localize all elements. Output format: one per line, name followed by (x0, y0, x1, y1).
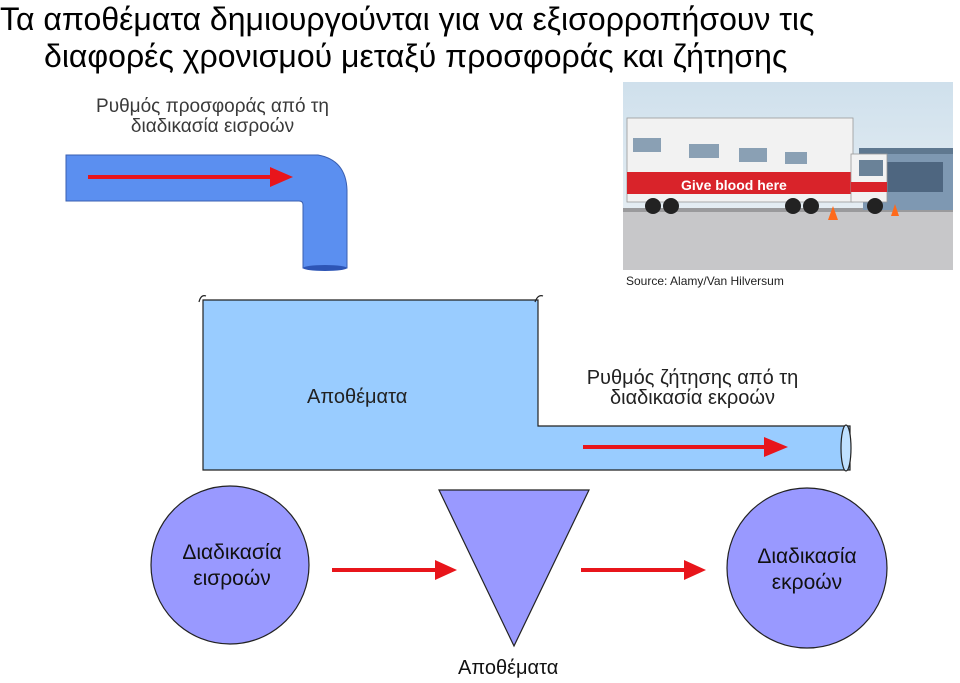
output-process-label-line-1: Διαδικασία (757, 545, 857, 568)
blood-truck-photo: Give blood here (623, 82, 953, 270)
tank-label: Αποθέματα (307, 386, 408, 408)
title-line-2: διαφορές χρονισμού μεταξύ προσφοράς και … (44, 38, 788, 74)
inventory-node-label: Αποθέματα (458, 657, 559, 679)
output-process-node (726, 487, 888, 649)
supply-rate-label: Ρυθμός προσφοράς από τη διαδικασία εισρο… (70, 97, 355, 137)
input-process-node (150, 485, 310, 645)
tank-right-lip (534, 295, 544, 303)
inventory-triangle (438, 489, 590, 648)
photo-source-credit: Source: Alamy/Van Hilversum (626, 274, 784, 288)
demand-rate-label-line-1: Ρυθμός ζήτησης από τη (586, 367, 799, 389)
input-pipe (65, 154, 348, 269)
demand-rate-label: Ρυθμός ζήτησης από τη διαδικασία εκροών (570, 368, 815, 408)
inventory-tank (202, 299, 851, 471)
input-pipe-mouth (303, 265, 347, 271)
output-process-label: Διαδικασία εκροών (727, 544, 887, 596)
demand-arrow-head (764, 437, 788, 457)
input-process-label-line-1: Διαδικασία (182, 541, 282, 564)
supply-rate-label-line-1: Ρυθμός προσφοράς από τη (96, 96, 329, 117)
title-line-1: Τα αποθέματα δημιουργούνται για να εξισο… (0, 1, 815, 37)
blood-truck-illustration: Give blood here (623, 82, 953, 270)
truck-slogan: Give blood here (681, 177, 787, 193)
output-process-label-line-2: εκροών (771, 571, 843, 594)
tank-left-lip (198, 295, 207, 303)
supply-rate-label-line-2: διαδικασία εισροών (130, 116, 295, 137)
input-process-label-line-2: εισροών (193, 567, 271, 590)
demand-rate-label-line-2: διαδικασία εκροών (610, 387, 775, 409)
output-pipe-mouth (840, 424, 852, 472)
flow-arrow-2-head (684, 560, 706, 580)
supply-arrow-head (270, 167, 293, 187)
flow-arrow-1-head (435, 560, 457, 580)
input-process-label: Διαδικασία εισροών (152, 540, 312, 592)
